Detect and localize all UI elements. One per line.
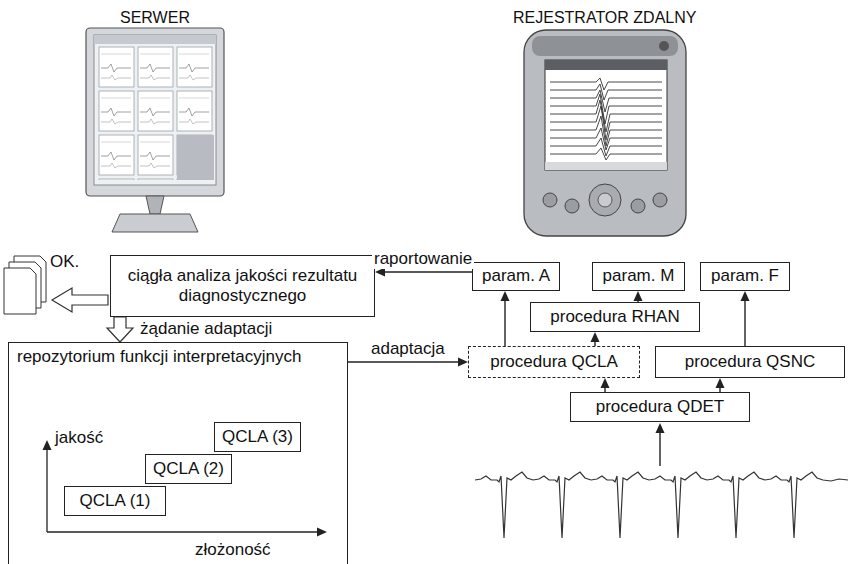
procedure-box: procedura RHAN bbox=[530, 302, 700, 332]
arrow-head bbox=[601, 378, 610, 388]
node-text: QCLA (1) bbox=[80, 491, 151, 511]
device-title: SERWER bbox=[120, 8, 190, 27]
signal-arrow bbox=[656, 423, 665, 466]
edge-label: żądanie adaptacji bbox=[138, 319, 274, 339]
connector-line bbox=[744, 300, 745, 346]
arrow-head bbox=[501, 291, 510, 301]
node-text: QCLA (2) bbox=[153, 459, 224, 479]
node-text: repozytorium funkcji interpretacyjnych bbox=[17, 347, 301, 367]
axis-label: złożoność bbox=[195, 540, 271, 560]
parameter-box: param. F bbox=[700, 262, 790, 291]
procedure-box: procedura QDET bbox=[570, 392, 750, 422]
quality-complexity-axes bbox=[43, 440, 328, 537]
pda-picture bbox=[524, 30, 686, 236]
monitor-picture bbox=[86, 28, 224, 232]
document-stack-icon bbox=[4, 256, 46, 314]
node-text: procedura QCLA bbox=[490, 352, 618, 372]
arrow-head bbox=[716, 378, 725, 388]
analysis-box: ciągła analiza jakości rezultatu diagnos… bbox=[110, 255, 375, 317]
node-text: ciągła analiza jakości rezultatu diagnos… bbox=[111, 266, 374, 307]
ecg-signal bbox=[475, 472, 848, 538]
function-box: QCLA (2) bbox=[145, 454, 232, 484]
edge-label: adaptacja bbox=[369, 339, 447, 359]
connector-arrow bbox=[741, 291, 750, 346]
node-text: QCLA (3) bbox=[222, 427, 293, 447]
connector-arrow bbox=[716, 378, 725, 392]
connector-line bbox=[348, 361, 459, 362]
status-label: OK. bbox=[50, 252, 79, 272]
axis-label: jakość bbox=[55, 428, 103, 448]
function-box: QCLA (1) bbox=[64, 486, 166, 516]
connector-arrow bbox=[501, 291, 510, 346]
node-text: procedura QDET bbox=[596, 397, 725, 417]
arrow-head bbox=[591, 332, 600, 342]
node-text: param. F bbox=[711, 266, 779, 286]
node-text: procedura RHAN bbox=[550, 307, 679, 327]
parameter-box: param. M bbox=[592, 262, 685, 291]
edge-label: raportowanie bbox=[372, 249, 474, 269]
arrow-head bbox=[741, 291, 750, 301]
node-text: procedura QSNC bbox=[685, 352, 815, 372]
arrow-head bbox=[458, 358, 468, 367]
device-title: REJESTRATOR ZDALNY bbox=[513, 8, 696, 27]
node-text: param. A bbox=[482, 266, 550, 286]
arrow-head bbox=[634, 291, 643, 301]
connector-line bbox=[504, 300, 505, 346]
procedure-box: procedura QSNC bbox=[655, 346, 845, 378]
procedure-box: procedura QCLA bbox=[468, 346, 640, 378]
hollow-arrow bbox=[52, 288, 108, 312]
hollow-arrow bbox=[107, 317, 133, 342]
node-text: param. M bbox=[603, 266, 675, 286]
function-box: QCLA (3) bbox=[214, 422, 301, 452]
connector-line bbox=[384, 271, 472, 272]
repository-box: repozytorium funkcji interpretacyjnychQC… bbox=[8, 342, 348, 564]
hollow-arrow-shape bbox=[107, 317, 133, 342]
connector-arrow bbox=[601, 378, 610, 392]
connector-arrow bbox=[634, 291, 643, 302]
connector-arrow bbox=[591, 332, 600, 346]
parameter-box: param. A bbox=[472, 262, 560, 291]
